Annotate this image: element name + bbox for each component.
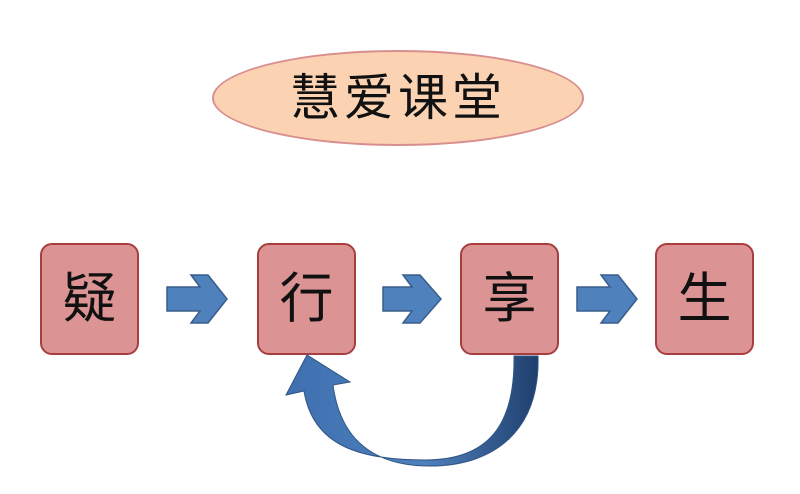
arrow-right-icon bbox=[576, 274, 638, 324]
arrow-right-icon bbox=[166, 274, 228, 324]
step-label-doubt: 疑 bbox=[62, 267, 117, 330]
step-node-doubt: 疑 bbox=[40, 243, 139, 355]
title-oval: 慧爱课堂 bbox=[212, 50, 584, 146]
step-label-generate: 生 bbox=[677, 267, 732, 330]
step-label-act: 行 bbox=[279, 267, 334, 330]
step-node-act: 行 bbox=[257, 243, 356, 355]
arrow-right-icon bbox=[382, 274, 442, 324]
diagram-title: 慧爱课堂 bbox=[290, 69, 506, 127]
loop-back-arrow-icon bbox=[285, 354, 539, 467]
step-node-generate: 生 bbox=[655, 243, 754, 355]
step-label-share: 享 bbox=[482, 267, 537, 330]
step-node-share: 享 bbox=[460, 243, 559, 355]
